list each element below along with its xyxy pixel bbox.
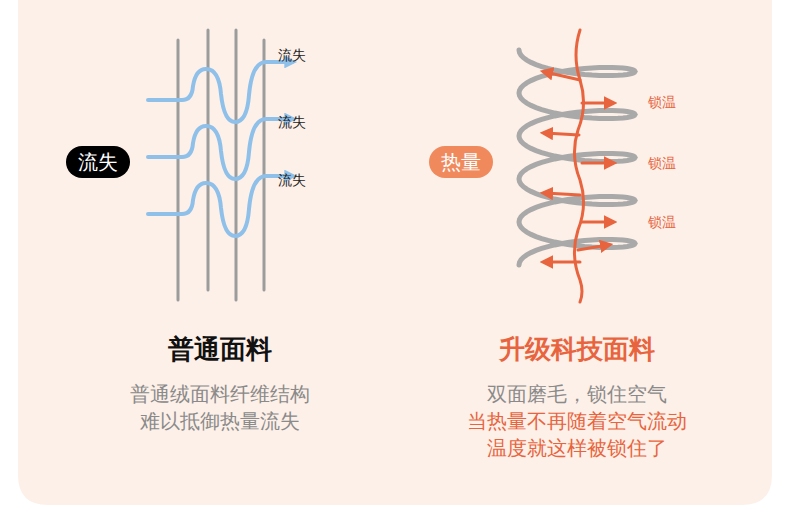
keep-warm-label: 锁温 [648,214,676,231]
description: 普通绒面料纤维结构 [130,382,310,406]
heat-arrows [545,30,612,302]
fiber-lines [178,30,264,300]
keep-warm-label: 锁温 [648,94,676,111]
keep-warm-label: 锁温 [648,155,676,172]
description: 难以抵御热量流失 [140,409,300,433]
loss-label: 流失 [278,114,306,131]
description: 当热量不再随着空气流动 [467,409,687,433]
loss-label: 流失 [278,172,306,189]
panel-title: 升级科技面料 [499,334,655,365]
heat-pill: 热量 [429,146,493,178]
loss-label: 流失 [278,47,306,64]
background-card [18,0,772,505]
pill-text: 流失 [78,150,118,174]
panel-title: 普通面料 [168,334,272,365]
description: 温度就这样被锁住了 [487,436,667,460]
loss-pill: 流失 [66,146,130,178]
heat-loss-waves [148,62,292,236]
pill-text: 热量 [441,150,481,174]
description: 双面磨毛，锁住空气 [487,382,667,406]
